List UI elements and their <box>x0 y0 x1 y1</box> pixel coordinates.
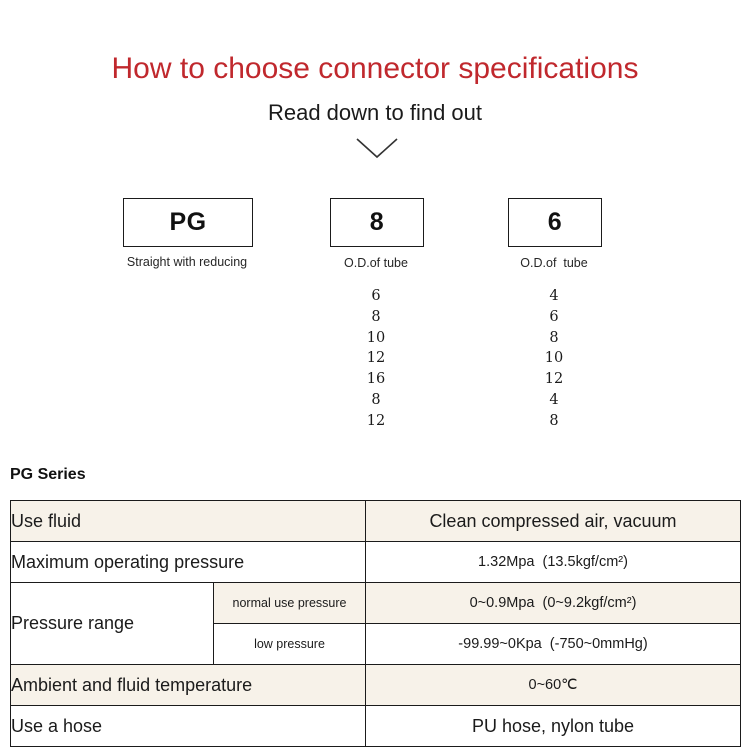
table-row: Ambient and fluid temperature 0~60℃ <box>10 664 741 706</box>
code-box-series[interactable]: PG <box>123 198 253 247</box>
spec-label: Use a hose <box>10 705 366 747</box>
spec-sublabel: low pressure <box>213 623 366 665</box>
spec-table: Use fluid Clean compressed air, vacuum M… <box>10 500 741 747</box>
option-value[interactable]: 4 <box>549 288 559 304</box>
option-value[interactable]: 16 <box>366 371 386 388</box>
table-row: Pressure range normal use pressure 0~0.9… <box>10 582 741 665</box>
table-row: Use a hose PU hose, nylon tube <box>10 705 741 747</box>
option-value[interactable]: 8 <box>549 412 559 429</box>
option-value[interactable]: 6 <box>371 288 381 304</box>
option-value[interactable]: 8 <box>549 329 559 346</box>
spec-label: Use fluid <box>10 500 366 542</box>
spec-value: Clean compressed air, vacuum <box>365 500 741 542</box>
table-row: Maximum operating pressure 1.32Mpa (13.5… <box>10 541 741 583</box>
option-value[interactable]: 10 <box>366 329 386 346</box>
option-value[interactable]: 12 <box>366 412 386 429</box>
spec-value: -99.99~0Kpa (-750~0mmHg) <box>365 623 741 665</box>
table-row: Use fluid Clean compressed air, vacuum <box>10 500 741 542</box>
page-subtitle: Read down to find out <box>267 100 483 125</box>
spec-section-label: PG Series <box>10 466 86 483</box>
spec-value: 1.32Mpa (13.5kgf/cm²) <box>365 541 741 583</box>
code-box-caption-series: Straight with reducing <box>126 255 248 269</box>
spec-label: Pressure range <box>10 582 214 665</box>
spec-value: 0~60℃ <box>365 664 741 706</box>
option-value[interactable]: 6 <box>549 308 559 325</box>
spec-value: PU hose, nylon tube <box>365 705 741 747</box>
option-value[interactable]: 8 <box>371 391 381 408</box>
option-column-tube-size-1: 6 8 10 12 16 8 12 <box>330 286 422 432</box>
code-box-tube-size-1[interactable]: 8 <box>330 198 424 247</box>
spec-value: 0~0.9Mpa (0~9.2kgf/cm²) <box>365 582 741 624</box>
page-title: How to choose connector specifications <box>111 52 639 85</box>
option-value[interactable]: 8 <box>371 308 381 325</box>
spec-sublabel: normal use pressure <box>213 582 366 624</box>
code-box-caption-tube-size-1: O.D.of tube <box>344 256 408 270</box>
table-row: low pressure -99.99~0Kpa (-750~0mmHg) <box>11 623 741 665</box>
option-value[interactable]: 12 <box>544 371 564 388</box>
chevron-down-icon <box>355 136 399 162</box>
spec-label: Ambient and fluid temperature <box>10 664 366 706</box>
code-box-tube-size-2[interactable]: 6 <box>508 198 602 247</box>
code-box-caption-tube-size-2: O.D.of tube <box>520 256 588 270</box>
spec-label: Maximum operating pressure <box>10 541 366 583</box>
option-column-tube-size-2: 4 6 8 10 12 4 8 <box>508 286 600 432</box>
option-value[interactable]: 4 <box>549 391 559 408</box>
option-value[interactable]: 10 <box>544 350 564 367</box>
option-value[interactable]: 12 <box>366 350 386 367</box>
